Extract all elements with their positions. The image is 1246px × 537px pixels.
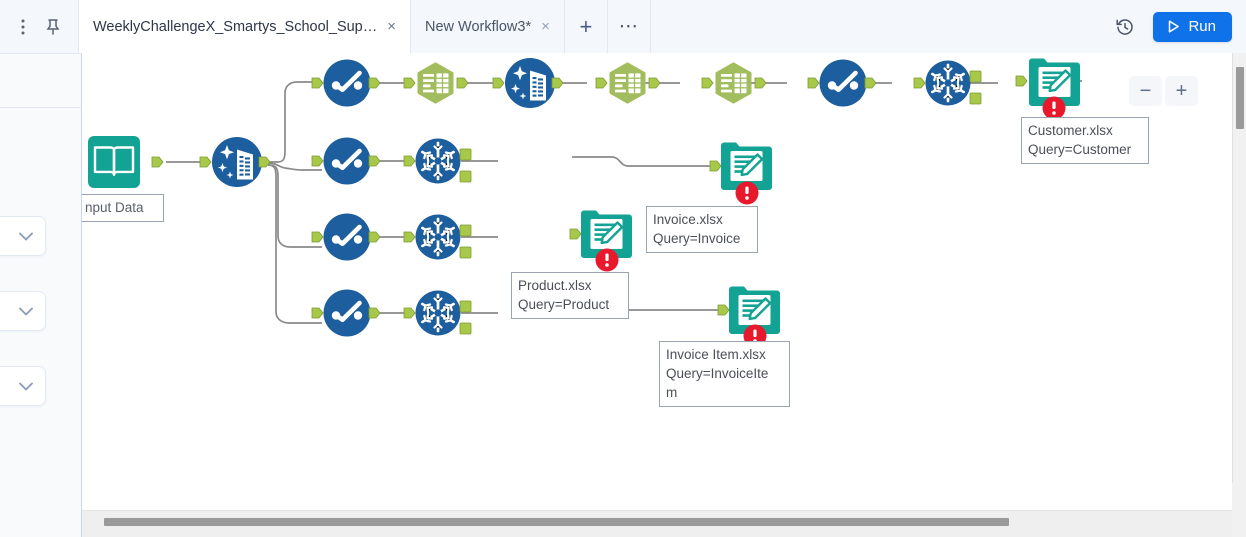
history-icon[interactable] (1111, 13, 1139, 41)
tab-label: New Workflow3* (425, 18, 532, 35)
sidebar-divider (0, 107, 82, 108)
node-join-r3[interactable] (403, 213, 472, 261)
tab-workflow-1[interactable]: New Workflow3* × (411, 0, 565, 53)
node-data-cleanse-r1[interactable] (492, 58, 564, 108)
tab-list: WeeklyChallengeX_Smartys_School_Sup… × N… (78, 0, 651, 53)
node-output-data-customer[interactable] (1015, 57, 1082, 120)
run-label: Run (1188, 18, 1216, 35)
node-filter-r2[interactable] (311, 138, 381, 185)
tab-close-icon[interactable]: × (387, 18, 397, 35)
tab-close-icon[interactable]: × (541, 18, 550, 35)
tab-label: WeeklyChallengeX_Smartys_School_Sup… (93, 18, 378, 35)
kebab-menu-icon[interactable] (8, 10, 38, 44)
chevron-down-icon (19, 307, 33, 315)
node-filter-r1b[interactable] (807, 60, 877, 107)
node-filter-r1[interactable] (311, 60, 381, 107)
node-label-customer-output: Customer.xlsx Query=Customer (1021, 117, 1149, 165)
node-label-invoice-output: Invoice.xlsx Query=Invoice (646, 206, 758, 254)
tab-bar-left-controls (0, 0, 68, 53)
node-join-r2[interactable] (403, 137, 472, 185)
node-label-input-data: nput Data (82, 194, 164, 223)
tab-workflow-0[interactable]: WeeklyChallengeX_Smartys_School_Sup… × (78, 0, 412, 53)
node-output-data-invoice-item[interactable] (717, 285, 782, 348)
zoom-out-button[interactable]: − (1129, 76, 1162, 106)
workflow-canvas[interactable]: nput Data Customer.xlsx Query=Customer I… (82, 53, 1246, 483)
canvas-horizontal-scrollbar[interactable] (82, 510, 1246, 537)
canvas-bottom-area (82, 483, 1246, 537)
node-filter-r4[interactable] (311, 290, 381, 337)
tab-bar: WeeklyChallengeX_Smartys_School_Sup… × N… (0, 0, 1246, 54)
sidebar-item-panel-section-2[interactable] (0, 291, 46, 331)
node-output-data-product[interactable] (569, 209, 634, 272)
zoom-in-button[interactable]: + (1165, 76, 1198, 106)
node-select-r1b[interactable] (595, 61, 661, 105)
sidebar-item-panel-section-1[interactable] (0, 216, 46, 256)
horizontal-scrollbar-thumb[interactable] (104, 518, 1009, 526)
canvas-zoom-controls: − + (1129, 76, 1198, 106)
canvas-vertical-scrollbar[interactable] (1232, 53, 1246, 483)
node-select-r1c[interactable] (701, 61, 767, 105)
node-select-r1a[interactable] (403, 61, 469, 105)
vertical-scrollbar-thumb[interactable] (1236, 67, 1244, 129)
play-icon (1169, 20, 1180, 33)
node-label-invoice-item-output: Invoice Item.xlsx Query=InvoiceIte m (659, 341, 790, 408)
pin-icon[interactable] (38, 10, 68, 44)
node-join-r4[interactable] (403, 289, 472, 337)
workflow-graph (86, 53, 1082, 348)
left-sidebar (0, 53, 82, 537)
sidebar-item-panel-section-3[interactable] (0, 366, 46, 406)
run-button[interactable]: Run (1153, 11, 1232, 42)
node-input-data[interactable] (86, 134, 164, 190)
node-filter-r3[interactable] (311, 214, 381, 261)
tab-bar-right-controls: Run (1111, 0, 1246, 53)
node-output-data-invoice[interactable] (709, 141, 774, 205)
sidebar-divider-top (0, 53, 82, 54)
chevron-down-icon (19, 382, 33, 390)
chevron-down-icon (19, 232, 33, 240)
node-data-cleanse-main[interactable] (199, 137, 271, 187)
new-tab-button[interactable]: + (565, 0, 608, 53)
node-label-product-output: Product.xlsx Query=Product (511, 272, 629, 320)
more-tabs-button[interactable]: ⋯ (608, 0, 651, 53)
scrollbar-corner (1232, 483, 1246, 537)
